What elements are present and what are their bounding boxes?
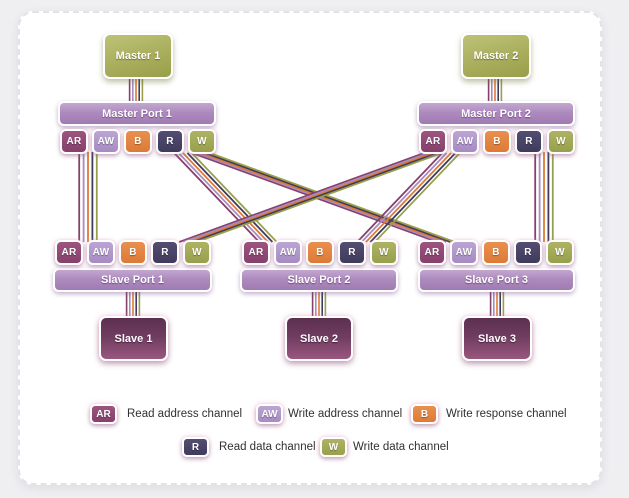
legend-chip-aw: AW xyxy=(256,404,283,424)
slave-port-1-channel-chip-w: W xyxy=(183,240,211,265)
slave-port-3-channel-chip-ar: AR xyxy=(418,240,446,265)
master-port-2-channel-chip-aw: AW xyxy=(451,129,479,154)
legend-label-ar: Read address channel xyxy=(127,408,243,420)
slave-port-2-channel-chip-r: R xyxy=(338,240,366,265)
master-port-1-bar: Master Port 1 xyxy=(58,101,216,126)
master-port-1-channel-chip-ar: AR xyxy=(60,129,88,154)
slave-port-2-channel-chip-ar: AR xyxy=(242,240,270,265)
slave-2-box: Slave 2 xyxy=(285,316,353,361)
legend-chip-r: R xyxy=(182,437,209,457)
slave-port-3-bar: Slave Port 3 xyxy=(418,268,575,292)
legend-label-w: Write data channel xyxy=(353,441,449,453)
master-port-2-bar: Master Port 2 xyxy=(417,101,575,126)
master-2-box: Master 2 xyxy=(461,33,531,79)
legend-label-b: Write response channel xyxy=(446,408,567,420)
slave-port-3-channel-chip-r: R xyxy=(514,240,542,265)
master-port-1-channel-chip-r: R xyxy=(156,129,184,154)
slave-port-2-bar: Slave Port 2 xyxy=(240,268,398,292)
slave-port-2-channel-chip-b: B xyxy=(306,240,334,265)
master-port-2-channel-chip-ar: AR xyxy=(419,129,447,154)
slave-3-box: Slave 3 xyxy=(462,316,532,361)
legend-label-aw: Write address channel xyxy=(288,408,403,420)
slave-port-3-channel-chip-w: W xyxy=(546,240,574,265)
slave-port-1-channel-chip-b: B xyxy=(119,240,147,265)
slave-port-1-channel-chip-ar: AR xyxy=(55,240,83,265)
master-port-1-channel-chip-b: B xyxy=(124,129,152,154)
legend-chip-b: B xyxy=(411,404,438,424)
legend-chip-ar: AR xyxy=(90,404,117,424)
slave-port-1-bar: Slave Port 1 xyxy=(53,268,212,292)
master-1-box: Master 1 xyxy=(103,33,173,79)
master-port-2-channel-chip-r: R xyxy=(515,129,543,154)
legend-label-r: Read data channel xyxy=(219,441,316,453)
master-port-2-channel-chip-w: W xyxy=(547,129,575,154)
slave-port-1-channel-chip-r: R xyxy=(151,240,179,265)
master-port-2-channel-chip-b: B xyxy=(483,129,511,154)
master-port-1-channel-chip-aw: AW xyxy=(92,129,120,154)
master-port-1-channel-chip-w: W xyxy=(188,129,216,154)
slave-port-3-channel-chip-aw: AW xyxy=(450,240,478,265)
slave-port-2-channel-chip-aw: AW xyxy=(274,240,302,265)
slave-port-1-channel-chip-aw: AW xyxy=(87,240,115,265)
slave-1-box: Slave 1 xyxy=(99,316,168,361)
slave-port-2-channel-chip-w: W xyxy=(370,240,398,265)
legend-chip-w: W xyxy=(320,437,347,457)
slave-port-3-channel-chip-b: B xyxy=(482,240,510,265)
